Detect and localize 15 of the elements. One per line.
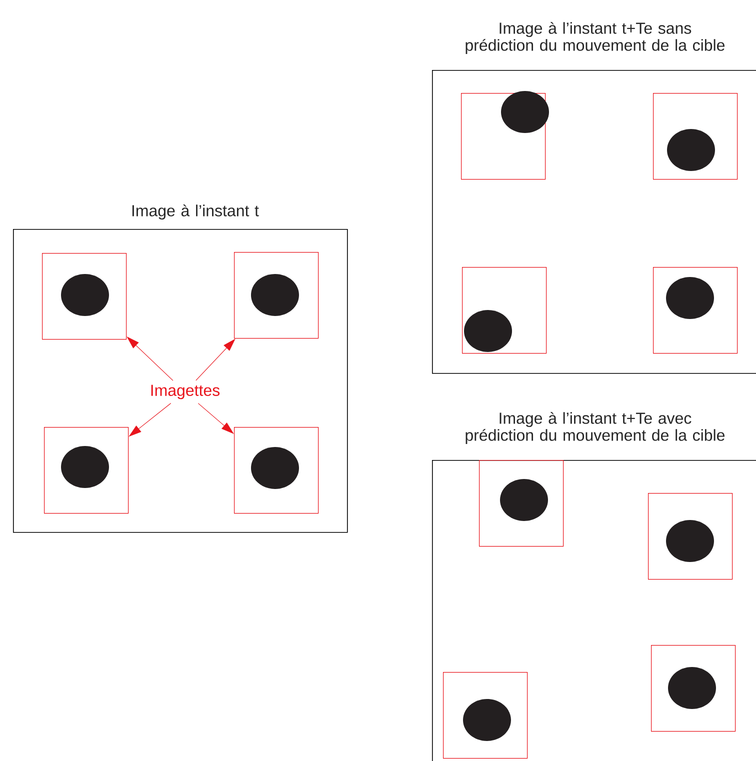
target-box <box>648 493 733 580</box>
target-box <box>651 645 736 732</box>
callout-text: Imagettes <box>151 384 220 400</box>
target-box <box>44 427 129 514</box>
target-box <box>234 427 319 514</box>
frame-heading: Image à l’instant t <box>132 204 259 220</box>
target-box <box>653 267 738 354</box>
target-box <box>234 252 319 339</box>
frame-heading: Image à l’instant t+Te avec prédiction du mouvement de la cible <box>466 412 725 444</box>
target-box <box>443 672 528 759</box>
target-box <box>653 93 738 180</box>
target-box <box>42 253 127 340</box>
target-box <box>462 267 547 354</box>
target-box <box>479 460 564 547</box>
frame-heading: Image à l’instant t+Te sans prédiction du mouvement de la cible <box>466 22 725 54</box>
